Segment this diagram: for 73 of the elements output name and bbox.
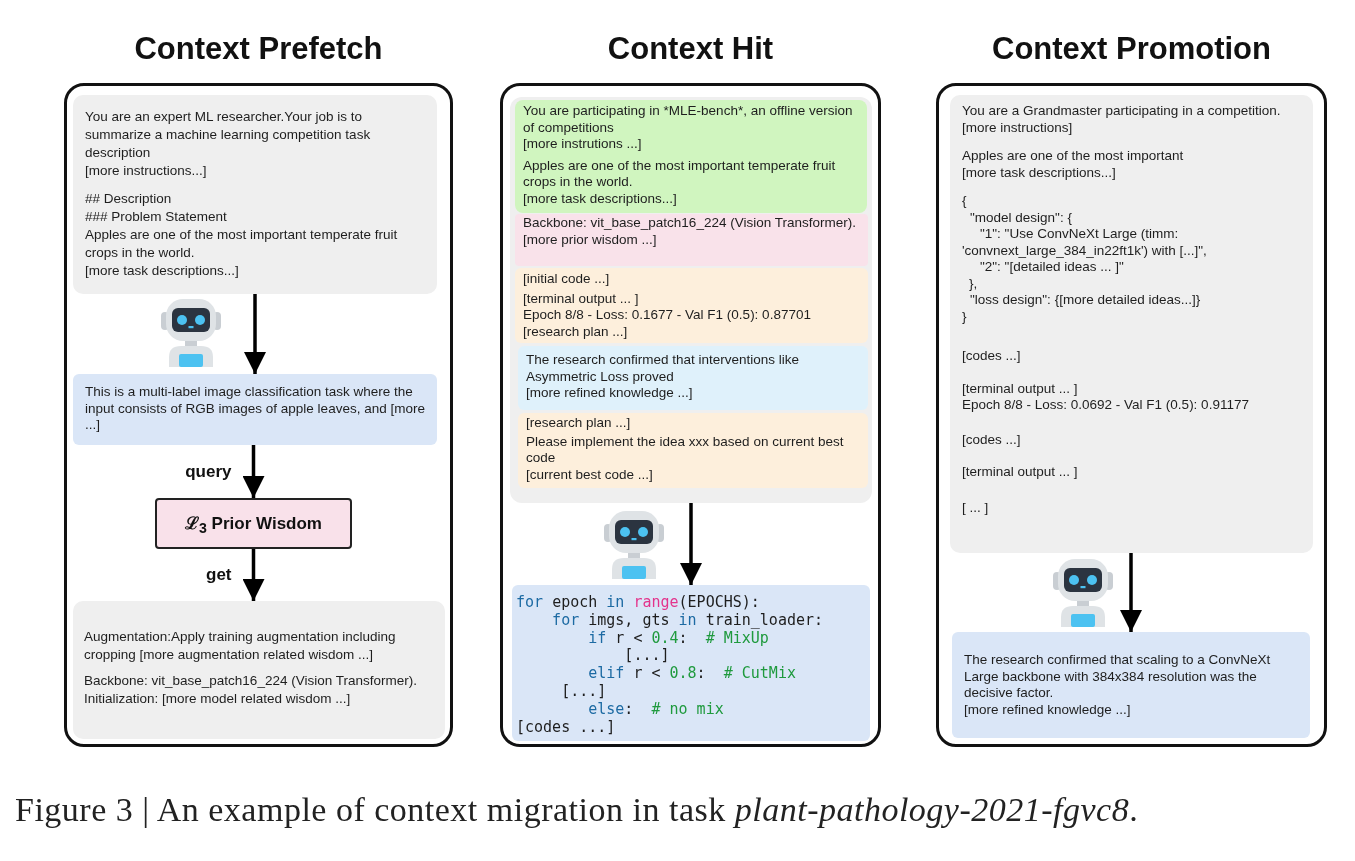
body-text: [more task descriptions...] bbox=[962, 164, 1116, 181]
summary-box bbox=[952, 632, 1310, 738]
body-text: You are a Grandmaster participating in a competition. bbox=[962, 103, 1281, 120]
body-text: Epoch 8/8 - Loss: 0.1677 - Val F1 (0.5): 0.87701 bbox=[523, 307, 811, 324]
body-text: { bbox=[962, 193, 967, 210]
code-line: [...] bbox=[561, 683, 607, 701]
body-text: "model design": { bbox=[970, 209, 1072, 226]
body-text: [more task descriptions...] bbox=[85, 262, 239, 280]
panel-title: Context Prefetch bbox=[134, 31, 383, 67]
body-text: [current best code ...] bbox=[526, 466, 653, 483]
body-text: Backbone: vit_base_patch16_224 (Vision Transformer). bbox=[523, 215, 856, 232]
body-text: [codes ...] bbox=[962, 348, 1021, 365]
arrow bbox=[680, 503, 702, 585]
arrow bbox=[244, 294, 266, 374]
body-text: Backbone: vit_base_patch16_224 (Vision Transformer). Initialization: [more model related wisdom ...] bbox=[84, 672, 418, 707]
body-text: Please implement the idea xxx based on current best code bbox=[526, 433, 845, 467]
body-text: [more refined knowledge ...] bbox=[964, 701, 1131, 718]
memory-box bbox=[155, 498, 352, 549]
panel-title: Context Promotion bbox=[992, 31, 1271, 67]
arrow bbox=[1120, 553, 1142, 632]
body-text: The research confirmed that scaling to a ConvNeXt Large backbone with 384x384 resolution was the decisive factor. bbox=[964, 652, 1272, 702]
body-text: [research plan ...] bbox=[523, 323, 628, 340]
body-text: Apples are one of the most important temperate fruit crops in the world. bbox=[523, 157, 837, 191]
body-text: "loss design": {[more detailed ideas...]} bbox=[970, 292, 1201, 309]
body-text: } bbox=[962, 308, 967, 325]
body-text: [research plan ...] bbox=[526, 415, 631, 432]
body-text: ### Problem Statement bbox=[85, 208, 227, 226]
body-text: You are an expert ML researcher.Your job is to summarize a machine learning competition task description bbox=[85, 108, 372, 162]
code-block bbox=[512, 585, 870, 741]
body-text: [codes ...] bbox=[962, 431, 1021, 448]
body-text: ## Description bbox=[85, 190, 172, 208]
prompt-box bbox=[73, 95, 437, 294]
body-text: [terminal output ... ] bbox=[523, 290, 639, 307]
body-text: [terminal output ... ] bbox=[962, 464, 1078, 481]
edge-label: get bbox=[206, 565, 232, 585]
edge-label: query bbox=[185, 461, 232, 482]
body-text: You are participating in *MLE-bench*, an offline version of competitions bbox=[523, 103, 854, 136]
body-text: "1": "Use ConvNeXt Large (timm: 'convnext_large_384_in22ft1k') with [...]", bbox=[962, 226, 1208, 259]
body-text: Epoch 8/8 - Loss: 0.0692 - Val F1 (0.5): 0.91177 bbox=[962, 397, 1249, 414]
body-text: This is a multi-label image classification task where the input consists of RGB images of apple leaves, and [more ...] bbox=[85, 384, 425, 434]
prompt-section bbox=[515, 214, 868, 266]
body-text: [more task descriptions...] bbox=[523, 190, 677, 207]
body-text: Apples are one of the most important temperate fruit crops in the world. bbox=[85, 226, 399, 262]
code-line: for imgs, gts in train_loader: bbox=[552, 611, 824, 630]
code-line: elif r < 0.8: # CutMix bbox=[588, 665, 796, 683]
prompt-box bbox=[950, 95, 1313, 553]
box-label: ℒ$_{3}$ Prior Wisdom bbox=[185, 512, 322, 537]
body-text: }, bbox=[969, 275, 978, 292]
arrow bbox=[242, 549, 265, 601]
body-text: [terminal output ... ] bbox=[962, 380, 1078, 397]
body-text: [initial code ...] bbox=[523, 271, 610, 288]
figure-caption: Figure 3 | An example of context migration in task plant-pathology-2021-fgvc8. bbox=[15, 790, 1139, 830]
body-text: "2": "[detailed ideas ... ]" bbox=[980, 259, 1124, 276]
code-line: [codes ...] bbox=[516, 718, 616, 737]
code-line: for epoch in range(EPOCHS): bbox=[516, 594, 760, 612]
body-text: [more instructions...] bbox=[85, 162, 207, 180]
panel-title: Context Hit bbox=[607, 31, 774, 67]
prompt-container bbox=[510, 97, 872, 503]
summary-box bbox=[73, 374, 437, 445]
body-text: [more instrutions ...] bbox=[523, 136, 642, 153]
body-text: [more refined knowledge ...] bbox=[526, 385, 693, 402]
body-text: [more instructions] bbox=[962, 119, 1073, 136]
body-text: Apples are one of the most important bbox=[962, 148, 1184, 165]
body-text: The research confirmed that interventions like Asymmetric Loss proved bbox=[526, 352, 801, 385]
prompt-box bbox=[73, 601, 445, 739]
body-text: [more prior wisdom ...] bbox=[523, 231, 657, 248]
arrow bbox=[242, 445, 265, 498]
code-line: if r < 0.4: # MixUp bbox=[588, 629, 769, 648]
code-line: else: # no mix bbox=[588, 700, 724, 719]
body-text: [ ... ] bbox=[962, 499, 989, 516]
body-text: Augmentation:Apply training augmentation including cropping [more augmentation related wisdom ...] bbox=[84, 628, 397, 663]
code-line: [...] bbox=[624, 647, 670, 666]
prompt-section bbox=[515, 100, 867, 213]
